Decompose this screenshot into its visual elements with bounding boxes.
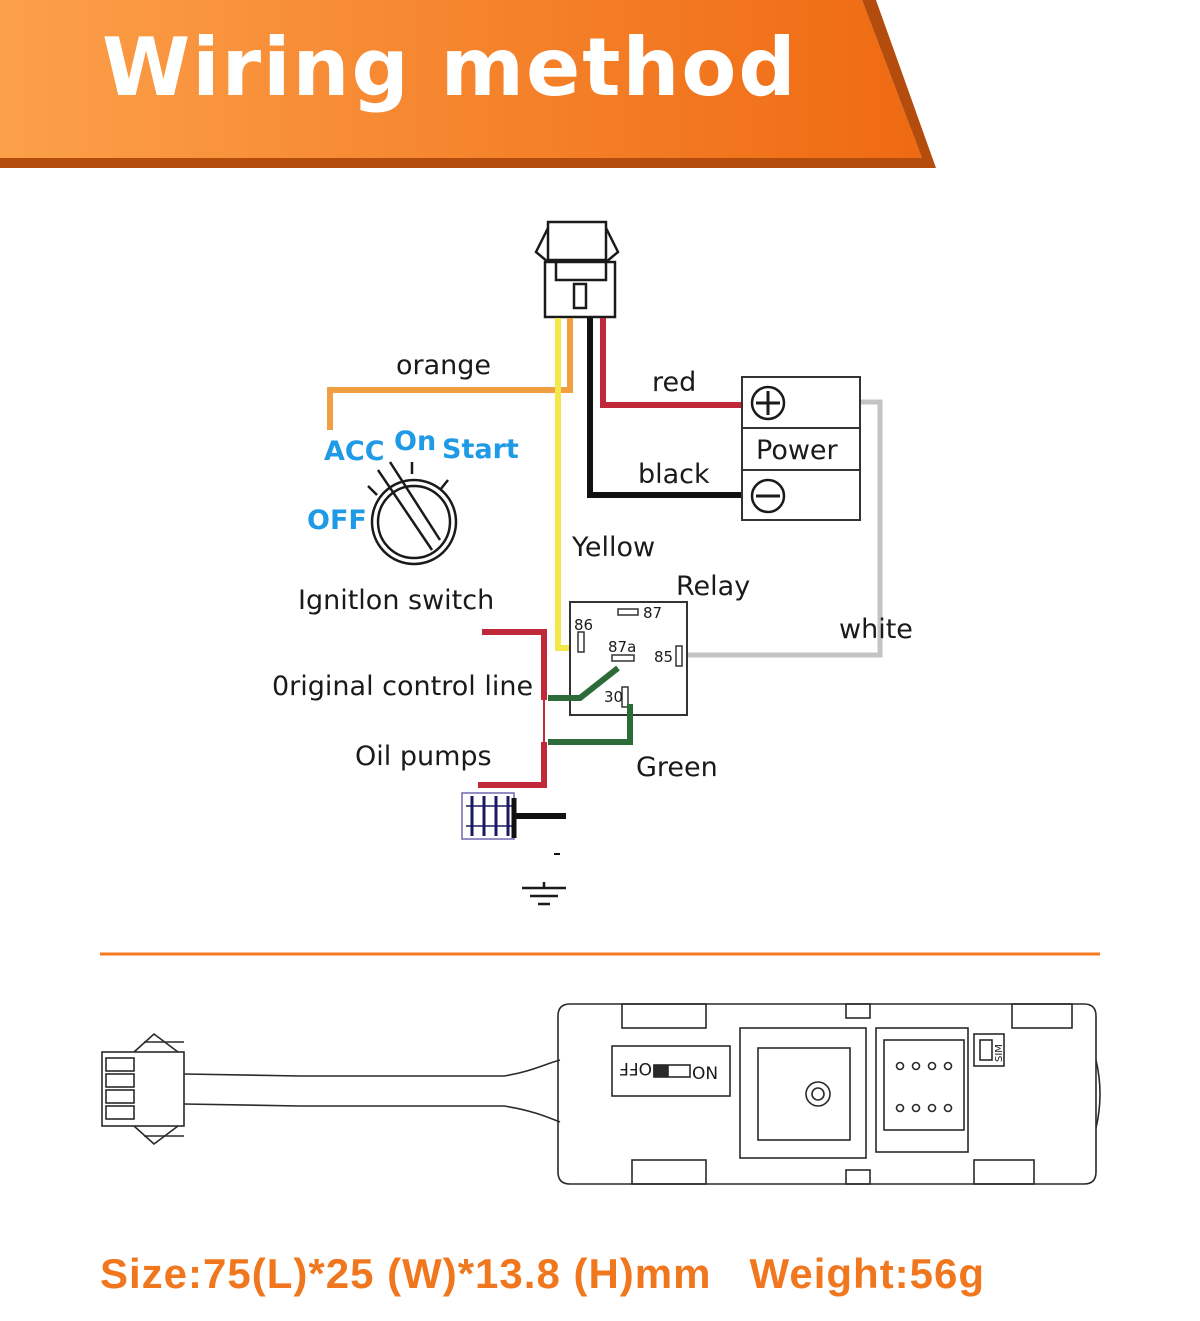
specs-text: Size:75(L)*25 (W)*13.8 (H)mm Weight:56g [100,1250,986,1297]
power-label: Power [756,435,839,466]
orange-wire-label: orange [396,350,491,381]
relay-pin-87: 87 [643,604,662,622]
ground-icon [522,882,566,906]
header-banner [0,0,936,168]
relay-pin-87a: 87a [608,638,636,656]
minus-icon [750,478,786,514]
orange-wire [327,318,573,430]
device-switch-on-label: ON [692,1064,718,1084]
ignition-start-label: Start [442,434,519,465]
relay-pin-86: 86 [574,616,593,634]
device-switch-off-label: OFF [619,1058,652,1078]
ignition-switch [367,461,458,566]
connector-plug [534,220,620,319]
relay-label: Relay [676,571,750,602]
ignition-switch-label: Ignitlon switch [298,585,494,616]
oil-pumps-label: Oil pumps [355,741,492,772]
ignition-on-label: On [394,426,436,457]
green-wire-label: Green [636,752,718,783]
power-box [741,376,861,521]
plus-icon [750,385,786,421]
white-wire-label: white [839,614,913,645]
relay-pin-30: 30 [604,688,623,706]
green-wire-lower [548,704,633,745]
page-title: Wiring method [102,21,798,114]
relay-pin-85: 85 [654,648,673,666]
oil-pump-wire [478,742,547,788]
oil-pump-icon [461,792,566,855]
green-wire [548,665,620,701]
yellow-wire [555,318,574,651]
black-wire-label: black [638,459,710,490]
original-control-line-label: 0riginal control line [272,671,533,702]
relay [569,601,688,716]
white-wire [684,399,883,658]
ignition-acc-label: ACC [324,436,385,467]
original-control-line-wire [482,629,547,700]
ignition-off-label: OFF [307,505,367,536]
red-wire [600,318,745,408]
sim-label: SIM [994,1044,1005,1062]
red-wire-label: red [652,367,696,398]
black-wire [587,318,745,498]
device-connector [101,1051,185,1127]
yellow-wire-label: Yellow [571,532,655,563]
device-drawing [101,1003,1101,1185]
device-switch [611,1045,731,1097]
sim-slot [875,1027,969,1153]
